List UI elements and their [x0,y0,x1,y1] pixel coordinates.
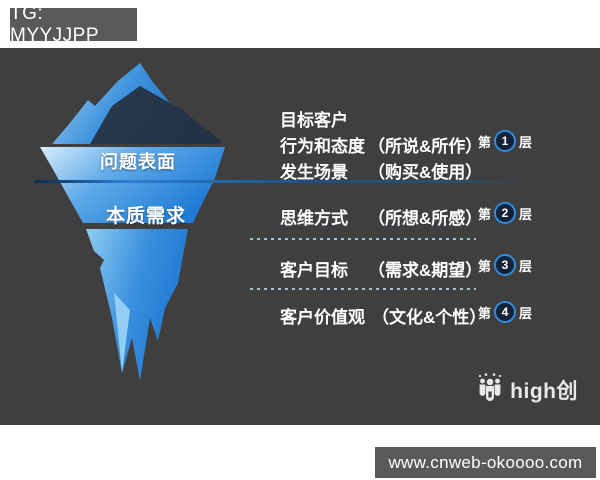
bottom-watermark-badge: www.cnweb-okoooo.com [375,447,596,478]
level-badge-3: 第 3 层 [478,254,532,276]
brand-logo: high创 [475,372,578,402]
people-group-icon [479,373,502,401]
level-suffix: 层 [519,134,533,150]
iceberg-diagram-panel: 问题表面 本质需求 目标客户 行为和态度 （所说&所作） 第 1 层 发生场景 … [0,48,600,425]
level-prefix: 第 [478,206,492,222]
row-label: 行为和态度 [280,137,365,156]
dotted-divider-1 [250,238,476,240]
level-badge-4: 第 4 层 [478,301,532,323]
iceberg-light-spike [114,293,130,373]
row-label: 思维方式 [280,209,348,228]
iceberg-shadow-facet [90,86,222,144]
level-suffix: 层 [519,258,533,274]
level-suffix: 层 [519,206,533,222]
below-water-label: 本质需求 [106,206,187,227]
row-label: 客户目标 [280,261,348,280]
iceberg-illustration [40,63,225,381]
top-watermark-badge: TG: MYYJJPP [10,3,137,46]
row-label: 发生场景 [280,163,348,182]
iceberg-underwater-upper [40,147,225,223]
row-target-customer: 目标客户 [280,106,580,130]
level-number-circle: 2 [494,202,517,224]
row-customer-values: 客户价值观 （文化&个性） 第 4 层 [280,301,580,327]
iceberg-underwater-lower [86,229,188,381]
row-detail: （购买&使用） [368,163,483,182]
level-prefix: 第 [478,305,492,321]
level-badge-2: 第 2 层 [478,202,532,224]
level-prefix: 第 [478,258,492,274]
row-detail: （需求&期望） [368,261,483,280]
row-behavior-attitude: 行为和态度 （所说&所作） 第 1 层 [280,130,580,156]
row-label: 目标客户 [280,111,348,130]
row-detail: （所想&所感） [368,209,483,228]
row-detail: （所说&所作） [368,137,483,156]
row-scene: 发生场景 （购买&使用） [280,158,580,182]
level-number-circle: 1 [494,130,517,152]
waterline [35,180,540,183]
level-badge-1: 第 1 层 [478,130,532,152]
level-prefix: 第 [478,134,492,150]
row-thinking-mode: 思维方式 （所想&所感） 第 2 层 [280,202,580,228]
dotted-divider-2 [250,288,476,290]
level-number-circle: 3 [494,254,517,276]
bottom-watermark-text: www.cnweb-okoooo.com [388,452,583,472]
logo-text: high创 [510,380,578,403]
top-watermark-text: TG: MYYJJPP [10,2,100,46]
row-customer-goal: 客户目标 （需求&期望） 第 3 层 [280,254,580,280]
above-water-label: 问题表面 [100,152,176,172]
row-label: 客户价值观 [280,308,365,327]
row-detail: （文化&个性） [372,308,487,327]
level-number-circle: 4 [494,301,517,323]
level-suffix: 层 [519,305,533,321]
